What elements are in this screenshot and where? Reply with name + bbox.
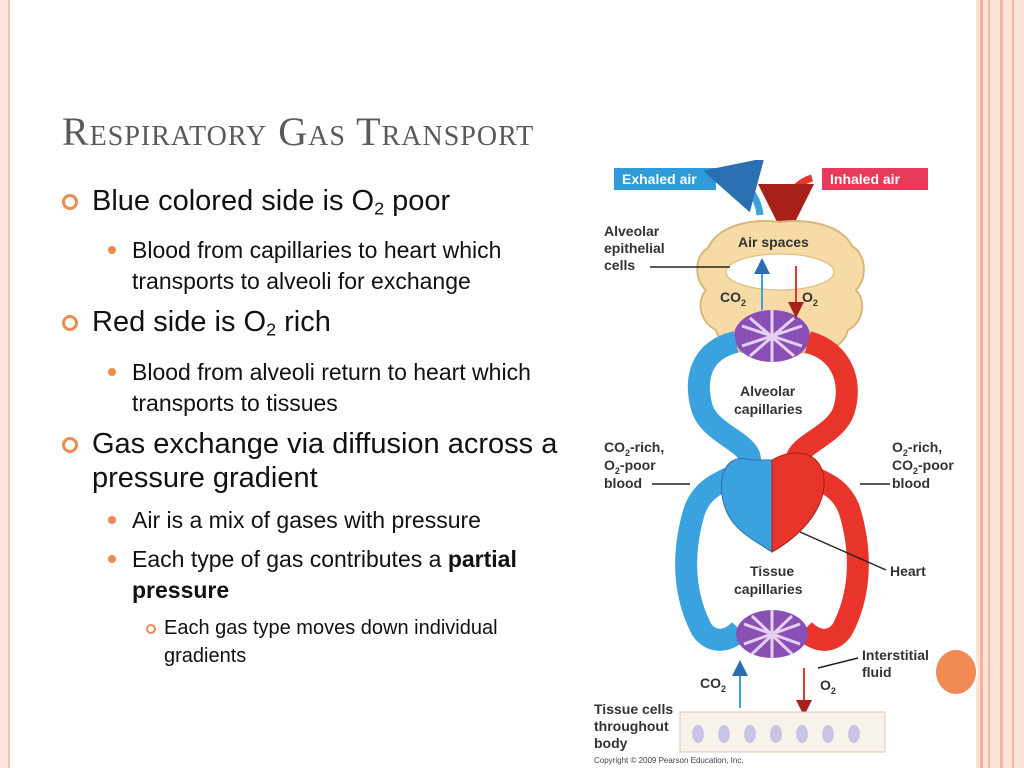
heart-right-side-icon <box>720 458 773 553</box>
tissue-cell-nuclei-icon <box>692 725 860 743</box>
bullet-marker-icon <box>62 194 78 210</box>
air-spaces-label: Air spaces <box>738 234 809 250</box>
o2-rich-label-3: blood <box>892 475 930 491</box>
tissue-cells-label-3: body <box>594 735 628 751</box>
heart-pointer-line <box>799 531 887 571</box>
interstitial-fluid-label-1: Interstitial <box>862 647 929 663</box>
alveolar-epithelial-label-2: epithelial <box>604 240 665 256</box>
sub-bullet-partial-pressure: Each type of gas contributes a partial p… <box>62 544 582 606</box>
tissue-cells-icon <box>679 711 886 753</box>
sub-bullet-marker-icon <box>108 367 116 376</box>
copyright-notice: Copyright © 2009 Pearson Education, Inc. <box>594 756 744 765</box>
inhaled-air-box <box>822 168 928 190</box>
inhaled-air-label: Inhaled air <box>830 171 901 187</box>
alveolar-capillaries-label-1: Alveolar <box>740 383 796 399</box>
co2-rich-label-3: blood <box>604 475 642 491</box>
alveolar-capillaries-label-2: capillaries <box>734 401 803 417</box>
left-edge-decoration <box>0 0 10 768</box>
o2-rich-label-1: O2-rich, <box>892 439 942 458</box>
exhaled-air-box <box>614 168 716 190</box>
tissue-cells-label-2: throughout <box>594 718 669 734</box>
tissue-capillaries-label-1: Tissue <box>750 563 794 579</box>
sub-bullet-alveoli-to-heart: Blood from alveoli return to heart which… <box>62 357 582 419</box>
right-edge-decoration <box>976 0 1024 768</box>
bullet-marker-icon <box>62 315 78 332</box>
sub-bullet-marker-icon <box>108 246 116 255</box>
tissue-capillaries-label-2: capillaries <box>734 581 803 597</box>
bullet-marker-icon <box>62 436 78 453</box>
sub-sub-bullet-marker-icon <box>146 623 156 634</box>
bullet-o2-rich: Red side is O2 rich <box>62 305 582 346</box>
tissue-co2-label: CO2 <box>700 675 726 694</box>
sub-sub-bullet-gradients: Each gas type moves down individual grad… <box>62 614 582 670</box>
interstitial-pointer-line <box>817 657 859 669</box>
exhaled-air-label: Exhaled air <box>622 171 697 187</box>
sub-bullet-capillaries-to-heart: Blood from capillaries to heart which tr… <box>62 235 582 297</box>
slide-title: Respiratory Gas Transport <box>62 109 535 154</box>
tissue-capillary-network-icon <box>736 610 808 658</box>
gas-transport-diagram: Exhaled air Inhaled air Air spaces CO2 O… <box>590 160 975 768</box>
sub-bullet-marker-icon <box>108 515 116 524</box>
heart-label: Heart <box>890 563 926 579</box>
tissue-cells-label-1: Tissue cells <box>594 701 673 717</box>
accent-circle <box>934 648 978 696</box>
alveolar-epithelial-label-1: Alveolar <box>604 223 660 239</box>
alveolar-capillary-network-icon <box>734 310 810 362</box>
exhaled-arrow-icon <box>702 160 765 216</box>
inhaled-arrow-icon <box>758 174 815 240</box>
alveolus-o2-label: O2 <box>802 289 818 308</box>
co2-rich-label-1: CO2-rich, <box>604 439 664 458</box>
bullet-list: Blue colored side is O2 poor Blood from … <box>62 184 582 676</box>
alveolar-epithelial-label-3: cells <box>604 257 635 273</box>
heart-left-side-icon <box>771 452 825 553</box>
bullet-gas-exchange: Gas exchange via diffusion across a pres… <box>62 427 582 495</box>
sub-bullet-marker-icon <box>108 554 116 563</box>
sub-bullet-air-mix: Air is a mix of gases with pressure <box>62 505 582 536</box>
co2-rich-label-2: O2-poor <box>604 457 656 476</box>
bullet-o2-poor: Blue colored side is O2 poor <box>62 184 582 225</box>
interstitial-fluid-label-2: fluid <box>862 664 892 680</box>
tissue-o2-label: O2 <box>820 677 836 696</box>
air-space-shape <box>725 253 835 291</box>
alveolus-co2-label: CO2 <box>720 289 746 308</box>
o2-rich-label-2: CO2-poor <box>892 457 954 476</box>
